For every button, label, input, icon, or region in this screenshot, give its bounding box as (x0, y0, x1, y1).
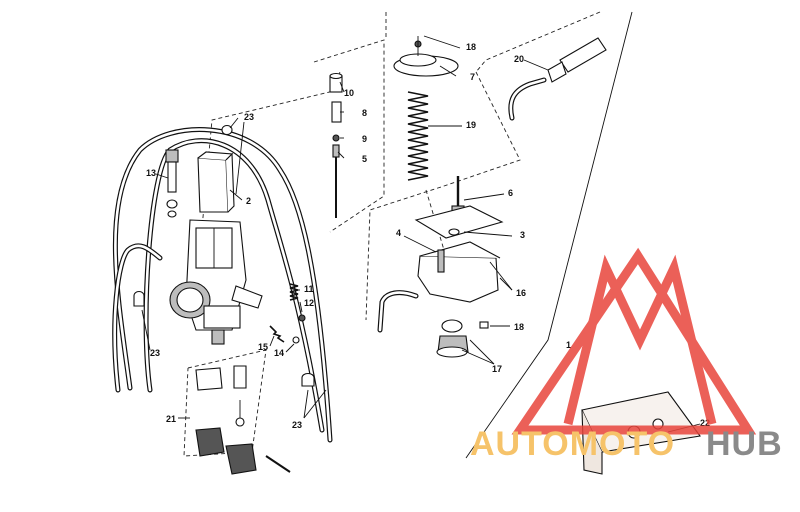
callout-13: 13 (146, 168, 156, 178)
callout-18-top: 18 (466, 42, 476, 52)
callout-10: 10 (344, 88, 354, 98)
callout-20: 20 (514, 54, 524, 64)
assembly-boundary-lines (183, 11, 633, 459)
callout-18-bottom: 18 (514, 322, 524, 332)
callout-22: 22 (700, 418, 710, 428)
choke-plunger-part (165, 149, 179, 218)
callout-1: 1 (566, 340, 571, 350)
callout-17: 17 (492, 364, 502, 374)
callout-15: 15 (258, 342, 268, 352)
adjustment-screws (269, 283, 306, 344)
vent-hoses (112, 127, 419, 443)
callout-9: 9 (362, 134, 367, 144)
callout-14: 14 (274, 348, 284, 358)
callout-19: 19 (466, 120, 476, 130)
callout-16: 16 (516, 288, 526, 298)
callout-23-left: 23 (150, 348, 160, 358)
spring-cover-parts (393, 36, 459, 181)
hose-clips (133, 124, 315, 387)
callout-12: 12 (304, 298, 314, 308)
watermark-text-automoto: AUTOMOTO (470, 425, 675, 463)
callout-3: 3 (520, 230, 525, 240)
callout-21: 21 (166, 414, 176, 424)
carburetor-body (169, 219, 263, 345)
watermark-text-hub: HUB (706, 425, 783, 463)
drain-cap-part (436, 319, 489, 358)
throttle-pipe-part (508, 37, 607, 121)
watermark-logo (511, 247, 757, 435)
callout-labels: 1 2 3 4 5 6 7 8 9 10 11 12 13 14 15 16 1… (146, 42, 710, 430)
watermark-wordmark: AUTOMOTO HUB (470, 425, 783, 463)
slide-needle-parts (329, 72, 343, 218)
leader-lines (141, 35, 701, 433)
callout-2: 2 (246, 196, 251, 206)
callout-5: 5 (362, 154, 367, 164)
callout-4: 4 (396, 228, 401, 238)
top-cap-part (197, 151, 235, 213)
callout-8: 8 (362, 108, 367, 118)
group-21-parts (195, 365, 291, 475)
float-bowl-parts (414, 176, 504, 303)
callout-23-bottom: 23 (292, 420, 302, 430)
callout-23-top: 23 (244, 112, 254, 122)
callout-7: 7 (470, 72, 475, 82)
callout-6: 6 (508, 188, 513, 198)
callout-11: 11 (304, 284, 314, 294)
